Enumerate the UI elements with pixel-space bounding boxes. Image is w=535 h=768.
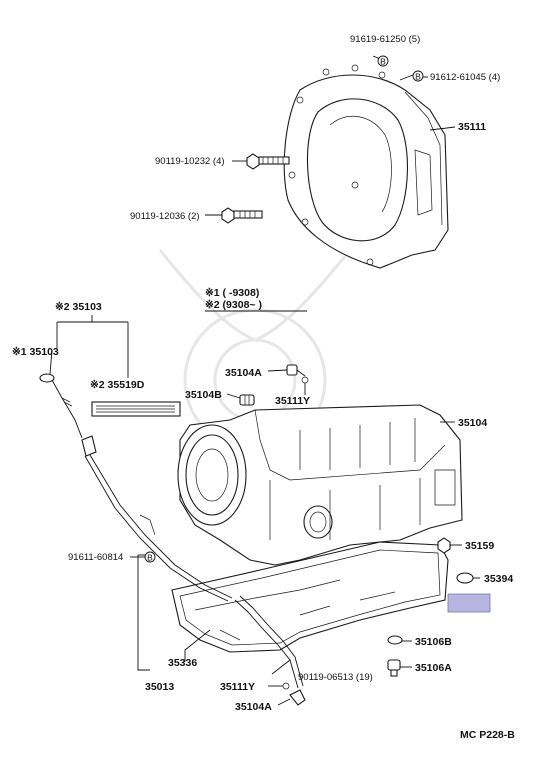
label-35159: 35159 (465, 540, 494, 552)
svg-text:B: B (415, 72, 421, 82)
label-plate (91, 401, 181, 417)
plug-35106a (387, 659, 401, 677)
label-90119-10232: 90119-10232 (4) (155, 156, 225, 167)
highlight-box (447, 593, 491, 613)
label-90119-06513: 90119-06513 (19) (298, 672, 373, 683)
oring-35111y-top (301, 376, 309, 384)
label-35013: 35013 (145, 681, 174, 693)
union-35104b (239, 394, 255, 406)
label-35104: 35104 (458, 417, 487, 429)
bolt-90119-12036 (221, 207, 263, 224)
svg-text:B: B (147, 553, 153, 563)
label-35104a-top: 35104A (225, 367, 262, 379)
washer-marker-91612: B (412, 70, 424, 82)
diagram-reference: MC P228-B (460, 729, 515, 741)
label-35104b: 35104B (185, 389, 222, 401)
label-35519d: ※2 35519D (90, 379, 145, 391)
gasket-35106b (387, 635, 403, 645)
label-35106b: 35106B (415, 636, 452, 648)
label-35111y-bottom: 35111Y (220, 681, 255, 693)
oring-35111y-bottom (282, 682, 290, 690)
washer-marker-91611: B (144, 551, 156, 563)
label-91619-61250: 91619-61250 (5) (350, 34, 420, 45)
union-35104a-bottom (289, 689, 306, 706)
label-91611-60814: 91611-60814 (68, 552, 123, 563)
oil-pan (171, 541, 449, 653)
label-35104a-bottom: 35104A (235, 701, 272, 713)
note-range-2: ※2 (9308~ ) (205, 299, 262, 311)
plug-35159 (437, 537, 451, 554)
label-35106a: 35106A (415, 662, 452, 674)
label-91612-61045: 91612-61045 (4) (430, 72, 500, 83)
bell-housing-35111 (283, 64, 449, 269)
note-range-1: ※1 ( -9308) (205, 287, 259, 299)
dipstick-tube-35013 (67, 407, 233, 602)
label-35111y-top: 35111Y (275, 395, 310, 407)
dipstick-35103 (39, 373, 73, 409)
label-35336: 35336 (168, 657, 197, 669)
bolt-90119-10232 (246, 153, 290, 170)
transmission-35104 (177, 404, 463, 566)
label-35394: 35394 (484, 573, 513, 585)
label-35103: ※1 35103 (12, 346, 59, 358)
svg-text:B: B (380, 57, 386, 67)
label-35111: 35111 (458, 121, 486, 133)
label-90119-12036: 90119-12036 (2) (130, 211, 200, 222)
washer-marker-91619: B (377, 55, 389, 67)
pipe-connector (234, 595, 304, 689)
gasket-35394 (456, 572, 474, 584)
bracket-lines (56, 315, 150, 671)
union-35104a-top (286, 364, 306, 377)
label-35103-group: ※2 35103 (55, 301, 102, 313)
